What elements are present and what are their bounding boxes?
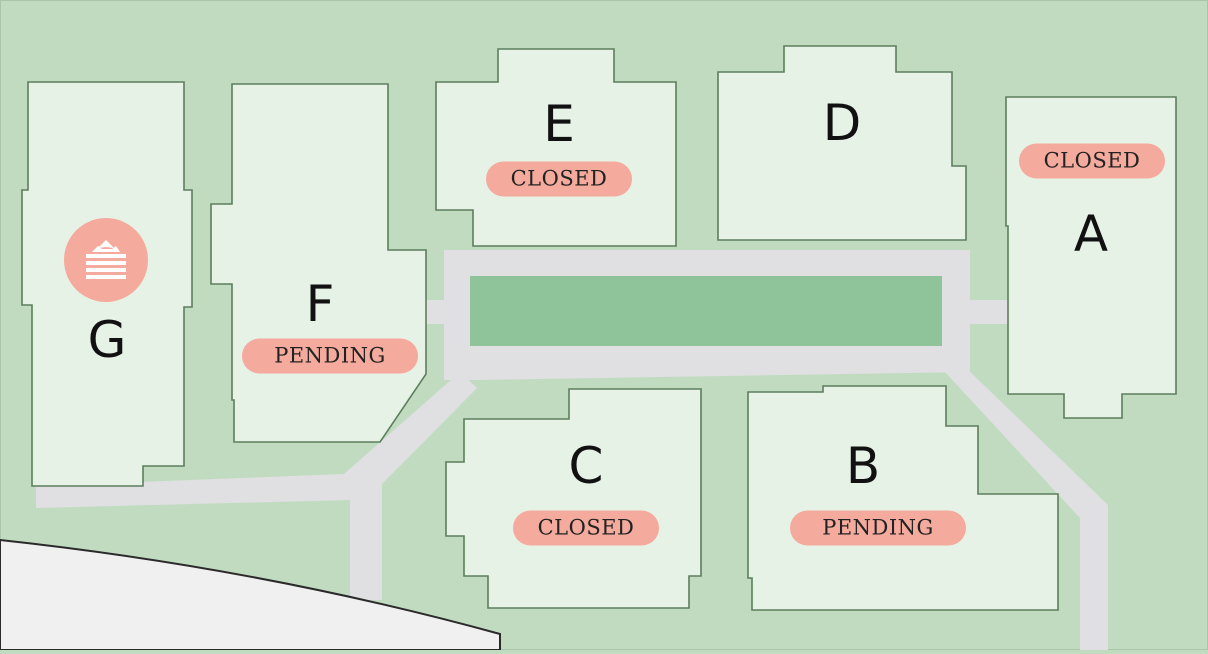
- building-c-label: C: [568, 437, 604, 495]
- walkway-southwest: [36, 372, 477, 600]
- building-e-label: E: [543, 95, 575, 153]
- building-d-label: D: [822, 94, 862, 152]
- walkways: [36, 250, 1108, 650]
- building-e[interactable]: [435, 48, 677, 247]
- building-b-label: B: [845, 437, 881, 495]
- building-a-status-badge: CLOSED: [1019, 143, 1165, 179]
- walkway-to-f: [425, 300, 447, 324]
- building-b[interactable]: [747, 385, 1059, 611]
- building-c[interactable]: [445, 388, 702, 609]
- building-a-label: A: [1073, 205, 1109, 263]
- building-d[interactable]: [717, 45, 967, 241]
- central-green: [470, 276, 942, 346]
- building-b-status-badge: PENDING: [790, 510, 966, 546]
- walkway-to-a: [968, 300, 1010, 324]
- clubhouse-icon: [86, 240, 126, 279]
- walkway-loop: [444, 250, 970, 380]
- walkway-southeast: [945, 364, 1108, 650]
- road-area: [0, 538, 501, 651]
- building-e-status-badge: CLOSED: [486, 161, 632, 197]
- building-c-status-badge: CLOSED: [513, 510, 659, 546]
- clubhouse-marker[interactable]: [64, 218, 148, 302]
- building-f-label: F: [305, 275, 335, 333]
- building-f[interactable]: [210, 83, 427, 443]
- building-g-label: G: [87, 311, 127, 369]
- building-f-status-badge: PENDING: [242, 338, 418, 374]
